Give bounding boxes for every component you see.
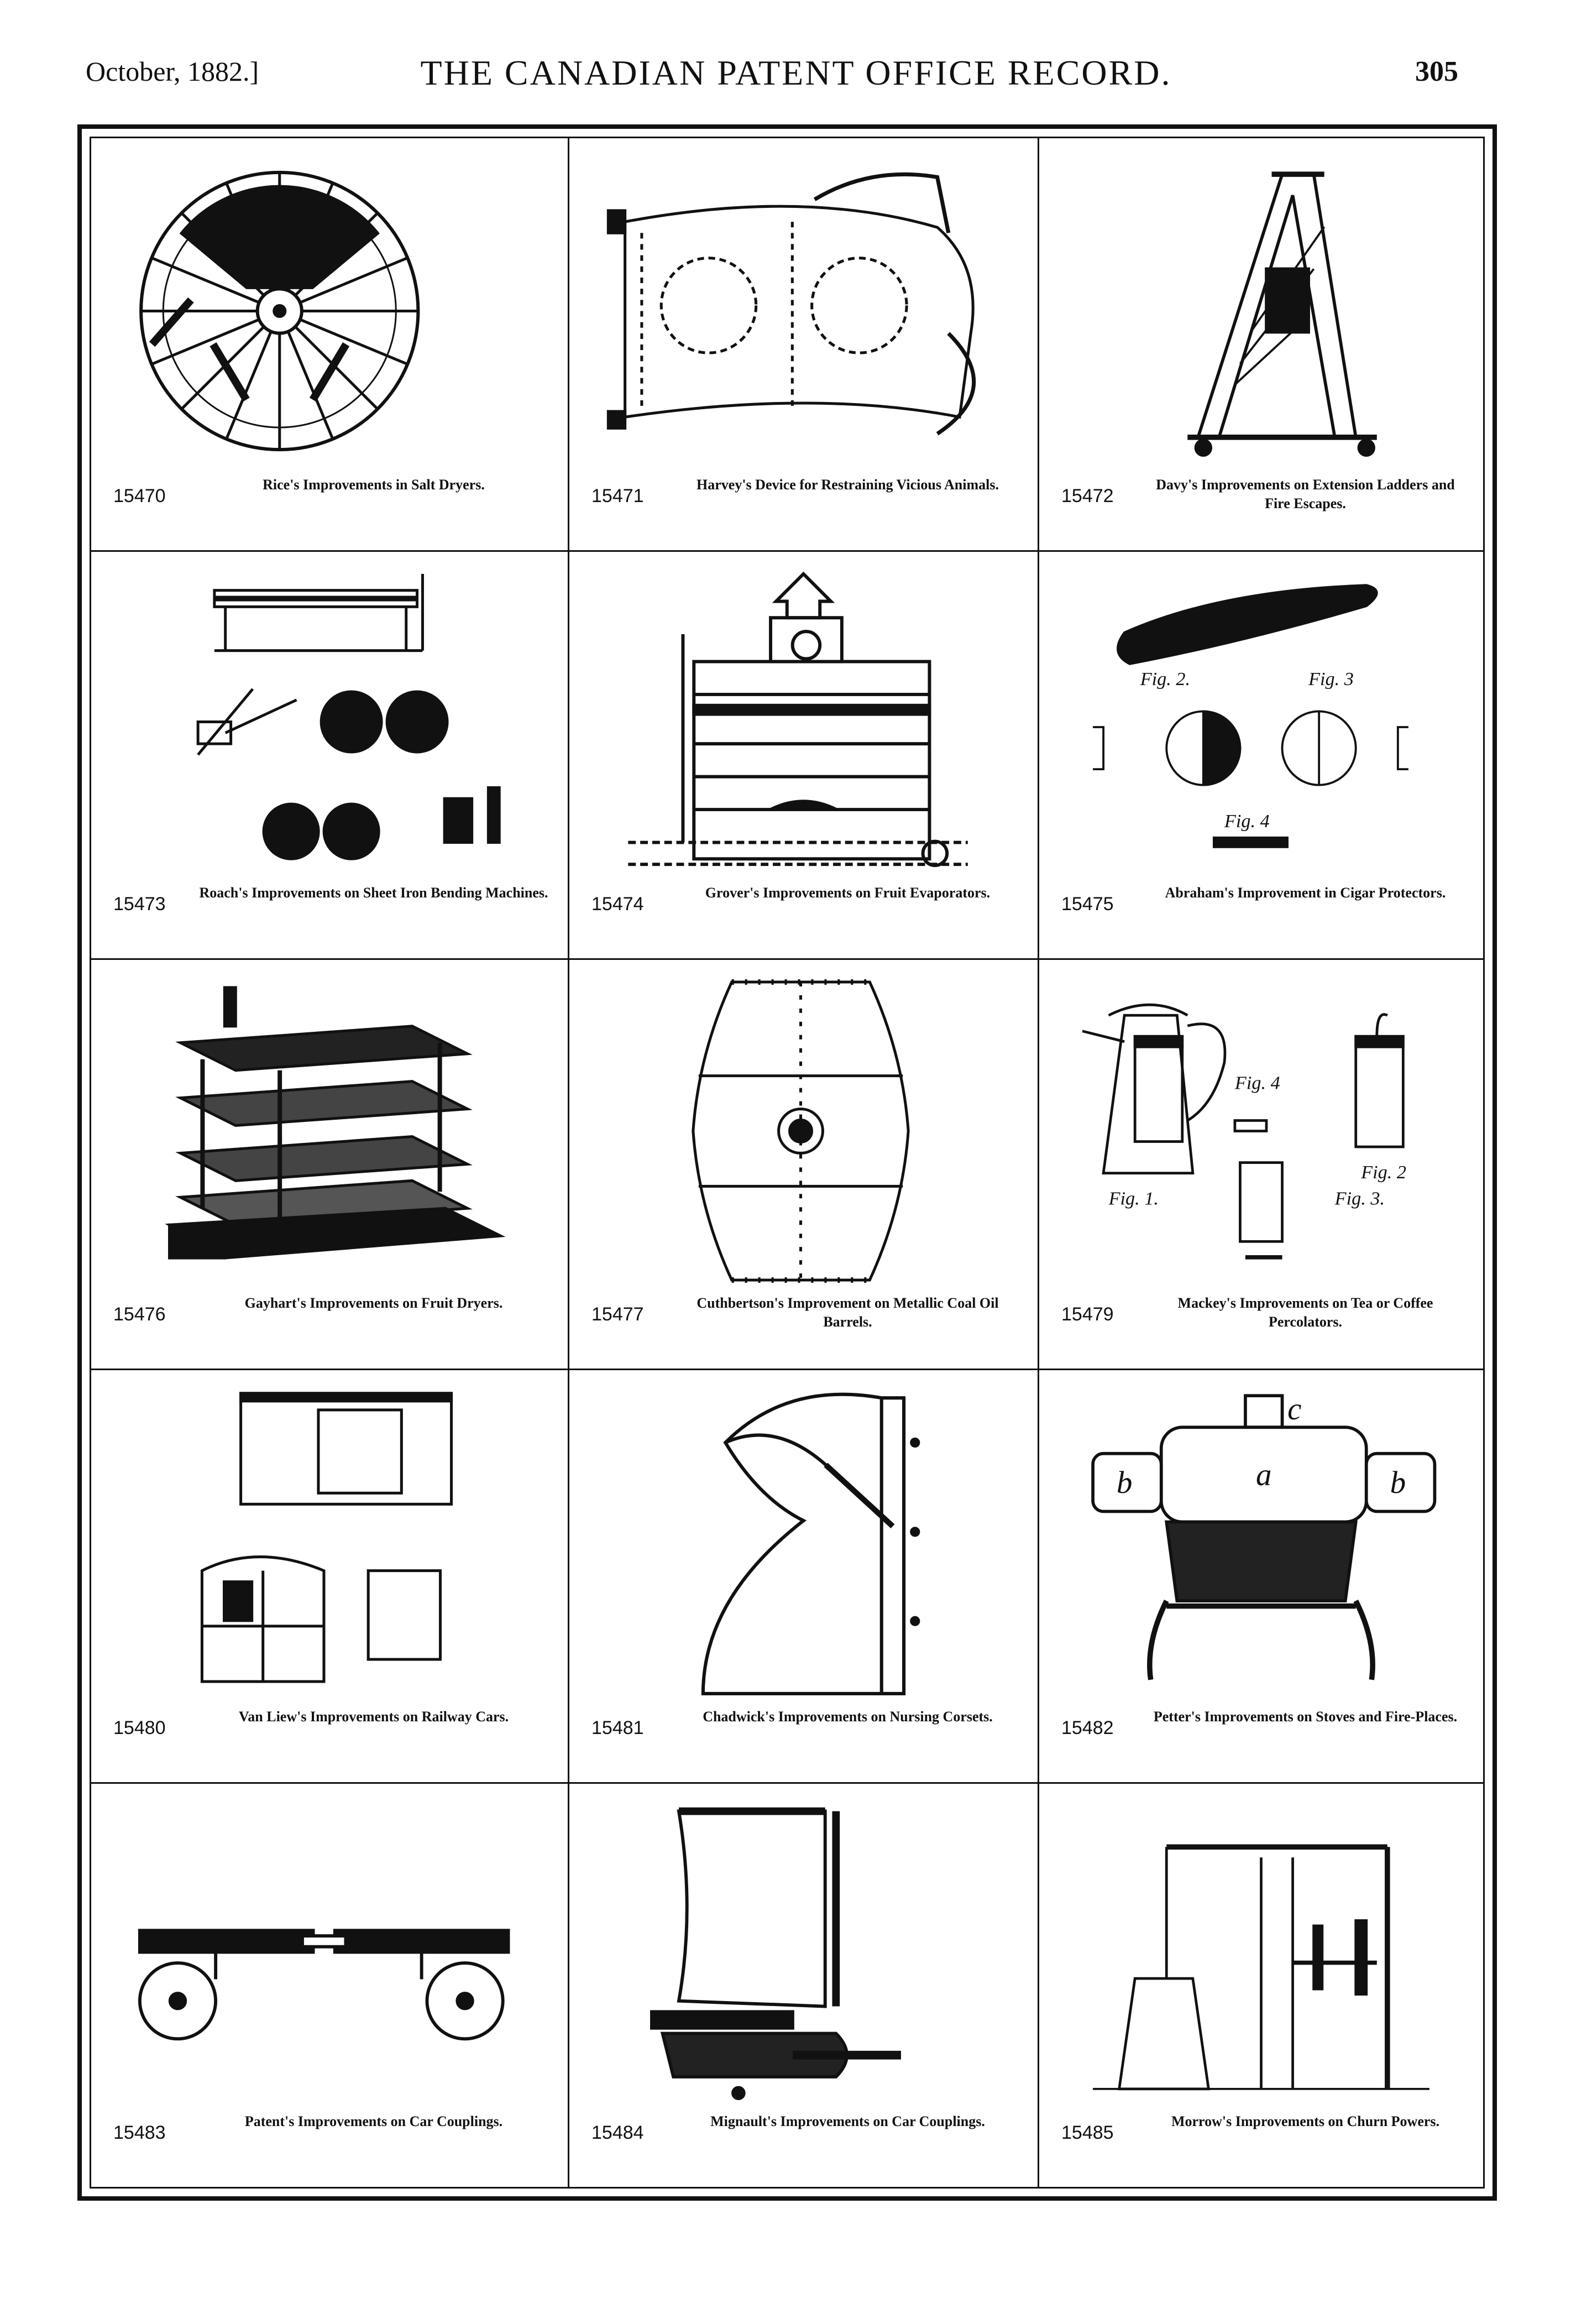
- patent-caption: 15476 Gayhart's Improvements on Fruit Dr…: [113, 1294, 551, 1355]
- patent-caption: 15483 Patent's Improvements on Car Coupl…: [113, 2112, 551, 2173]
- patent-number: 15474: [591, 894, 644, 915]
- publication-title: THE CANADIAN PATENT OFFICE RECORD.: [420, 53, 1172, 92]
- patent-number: 15471: [591, 485, 644, 506]
- salt-dryer-illustration: [113, 155, 546, 467]
- patent-number: 15477: [591, 1304, 644, 1325]
- patent-number: 15473: [113, 894, 166, 915]
- patent-title: Harvey's Device for Restraining Vicious …: [696, 477, 999, 493]
- patent-number: 15476: [113, 1304, 166, 1325]
- patent-caption: 15484 Mignault's Improvements on Car Cou…: [591, 2112, 1021, 2173]
- patent-cell: 15481 Chadwick's Improvements on Nursing…: [569, 1370, 1039, 1784]
- figure-label: c: [1287, 1392, 1301, 1427]
- figure-label: b: [1117, 1465, 1133, 1500]
- patent-caption: 15471 Harvey's Device for Restraining Vi…: [591, 476, 1021, 536]
- railway-car-illustration: [113, 1387, 546, 1699]
- page-number: 305: [1415, 56, 1458, 87]
- plates-frame: 15470 Rice's Improvements in Salt Dryers…: [77, 124, 1497, 2201]
- patent-title: Gayhart's Improvements on Fruit Dryers.: [244, 1295, 503, 1311]
- patent-cell: Fig. 1. Fig. 2 Fig. 3. Fig. 4 15479 Mack…: [1039, 960, 1483, 1370]
- cigar-figure-labels: Fig. 2. Fig. 3 Fig. 4: [1140, 669, 1354, 832]
- figure-label: Fig. 4: [1224, 811, 1270, 832]
- restraining-device-illustration: [591, 155, 1015, 467]
- patent-caption: 15474 Grover's Improvements on Fruit Eva…: [591, 884, 1021, 944]
- patent-cell: 15473 Roach's Improvements on Sheet Iron…: [91, 552, 569, 960]
- patent-cell: 15484 Mignault's Improvements on Car Cou…: [569, 1784, 1039, 2187]
- patent-caption: 15472 Davy's Improvements on Extension L…: [1061, 476, 1467, 536]
- patent-title: Petter's Improvements on Stoves and Fire…: [1153, 1709, 1458, 1725]
- patent-title: Morrow's Improvements on Churn Powers.: [1171, 2113, 1440, 2129]
- patent-caption: 15470 Rice's Improvements in Salt Dryers…: [113, 476, 551, 536]
- issue-date: October, 1882.]: [86, 56, 259, 87]
- patent-number: 15472: [1061, 485, 1114, 506]
- metallic-barrel-illustration: [591, 976, 1015, 1286]
- bending-machine-illustration: [113, 568, 546, 875]
- patent-title: Grover's Improvements on Fruit Evaporato…: [705, 885, 991, 901]
- churn-power-illustration: [1061, 1800, 1461, 2104]
- patent-cell: 15476 Gayhart's Improvements on Fruit Dr…: [91, 960, 569, 1370]
- patent-number: 15481: [591, 1717, 644, 1738]
- patent-caption: 15477 Cuthbertson's Improvement on Metal…: [591, 1294, 1021, 1355]
- figure-label: Fig. 3.: [1334, 1188, 1385, 1209]
- nursing-corset-illustration: [591, 1387, 1015, 1699]
- patent-title: Cuthbertson's Improvement on Metallic Co…: [696, 1295, 999, 1330]
- car-coupling-illustration: [591, 1800, 1015, 2104]
- figure-label: Fig. 1.: [1108, 1188, 1159, 1209]
- patent-number: 15482: [1061, 1717, 1114, 1738]
- patent-number: 15470: [113, 485, 166, 506]
- percolator-figure-labels: Fig. 1. Fig. 2 Fig. 3. Fig. 4: [1108, 1072, 1406, 1209]
- patent-cell: 15470 Rice's Improvements in Salt Dryers…: [91, 138, 569, 552]
- patent-number: 15480: [113, 1717, 166, 1738]
- figure-label: a: [1256, 1458, 1272, 1492]
- page-header: October, 1882.] THE CANADIAN PATENT OFFI…: [0, 0, 1592, 111]
- patent-title: Patent's Improvements on Car Couplings.: [244, 2113, 503, 2129]
- stove-illustration: a b b c: [1061, 1387, 1461, 1699]
- patent-cell: 15480 Van Liew's Improvements on Railway…: [91, 1370, 569, 1784]
- patent-cell: 15485 Morrow's Improvements on Churn Pow…: [1039, 1784, 1483, 2187]
- percolator-illustration: Fig. 1. Fig. 2 Fig. 3. Fig. 4: [1061, 976, 1461, 1286]
- patent-title: Mackey's Improvements on Tea or Coffee P…: [1177, 1295, 1433, 1330]
- patent-caption: 15480 Van Liew's Improvements on Railway…: [113, 1707, 551, 1768]
- patent-cell: Fig. 2. Fig. 3 Fig. 4 15475 Abraham's Im…: [1039, 552, 1483, 960]
- patent-title: Mignault's Improvements on Car Couplings…: [710, 2113, 985, 2129]
- patent-title: Roach's Improvements on Sheet Iron Bendi…: [199, 885, 548, 901]
- patent-number: 15485: [1061, 2122, 1114, 2143]
- patent-number: 15475: [1061, 894, 1114, 915]
- patent-cell: 15477 Cuthbertson's Improvement on Metal…: [569, 960, 1039, 1370]
- figure-label: b: [1390, 1465, 1406, 1500]
- patent-number: 15479: [1061, 1304, 1114, 1325]
- patent-cell: a b b c 15482 Petter's Improvements on S…: [1039, 1370, 1483, 1784]
- patent-grid: 15470 Rice's Improvements in Salt Dryers…: [91, 138, 1483, 2187]
- patent-title: Van Liew's Improvements on Railway Cars.: [238, 1709, 509, 1725]
- patent-cell: 15472 Davy's Improvements on Extension L…: [1039, 138, 1483, 552]
- fruit-dryer-illustration: [113, 976, 546, 1286]
- patent-caption: 15481 Chadwick's Improvements on Nursing…: [591, 1707, 1021, 1768]
- plates-frame-inner: 15470 Rice's Improvements in Salt Dryers…: [90, 137, 1485, 2189]
- figure-label: Fig. 4: [1234, 1072, 1280, 1093]
- patent-number: 15483: [113, 2122, 166, 2143]
- patent-cell: 15474 Grover's Improvements on Fruit Eva…: [569, 552, 1039, 960]
- patent-title: Abraham's Improvement in Cigar Protector…: [1165, 885, 1446, 901]
- patent-caption: 15479 Mackey's Improvements on Tea or Co…: [1061, 1294, 1467, 1355]
- patent-cell: 15483 Patent's Improvements on Car Coupl…: [91, 1784, 569, 2187]
- extension-ladder-illustration: [1061, 155, 1461, 467]
- patent-title: Davy's Improvements on Extension Ladders…: [1156, 477, 1455, 511]
- cigar-protector-illustration: Fig. 2. Fig. 3 Fig. 4: [1061, 568, 1461, 875]
- car-coupling-illustration: [113, 1800, 546, 2104]
- patent-caption: 15482 Petter's Improvements on Stoves an…: [1061, 1707, 1467, 1768]
- patent-caption: 15475 Abraham's Improvement in Cigar Pro…: [1061, 884, 1467, 944]
- patent-caption: 15473 Roach's Improvements on Sheet Iron…: [113, 884, 551, 944]
- stove-figure-labels: a b b c: [1117, 1392, 1406, 1500]
- patent-title: Rice's Improvements in Salt Dryers.: [263, 477, 485, 493]
- patent-caption: 15485 Morrow's Improvements on Churn Pow…: [1061, 2112, 1467, 2173]
- patent-title: Chadwick's Improvements on Nursing Corse…: [703, 1709, 993, 1725]
- patent-cell: 15471 Harvey's Device for Restraining Vi…: [569, 138, 1039, 552]
- patent-number: 15484: [591, 2122, 644, 2143]
- figure-label: Fig. 2.: [1140, 669, 1190, 690]
- figure-label: Fig. 3: [1308, 669, 1354, 690]
- figure-label: Fig. 2: [1360, 1162, 1406, 1183]
- fruit-evaporator-illustration: [591, 568, 1015, 875]
